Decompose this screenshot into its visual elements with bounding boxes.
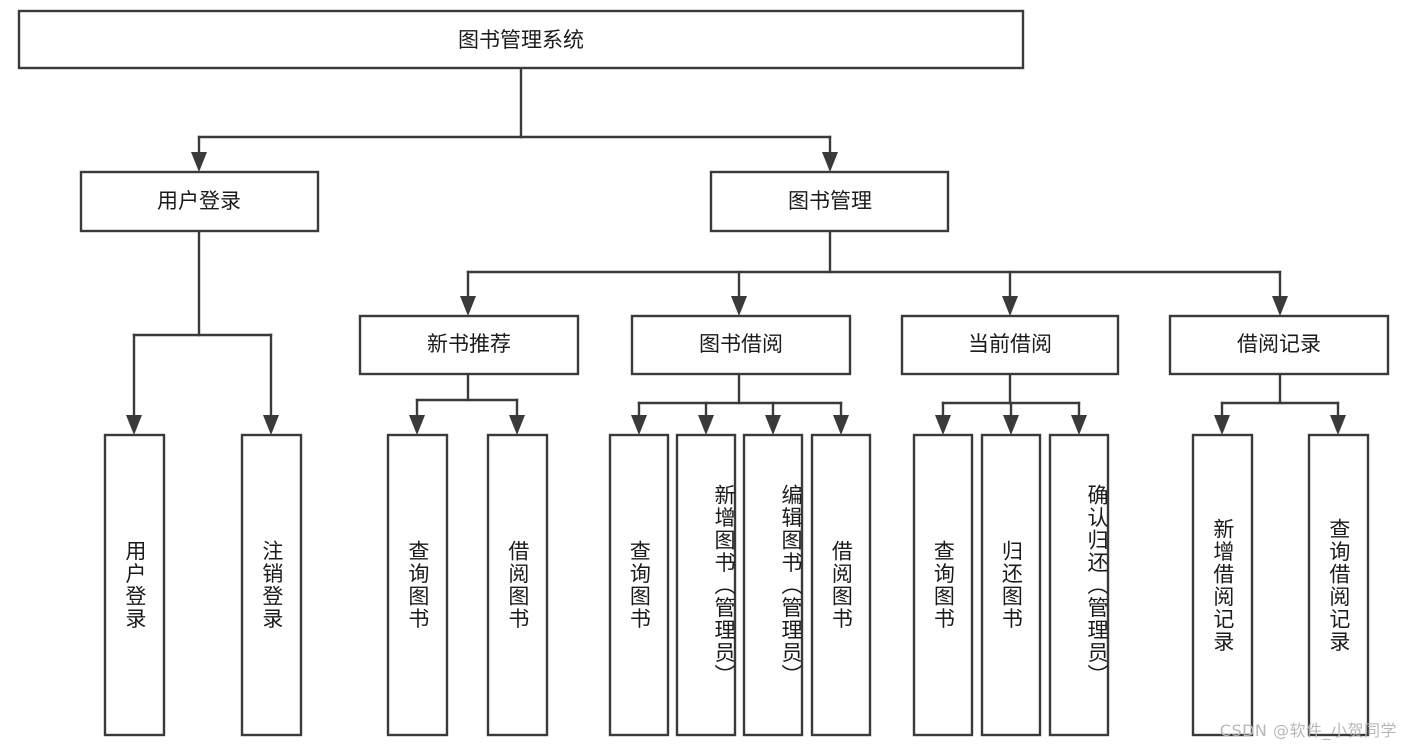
leaf-logout-login-box[interactable] (240, 433, 303, 737)
connectors-borrow-record-subtree (1214, 372, 1346, 435)
leaf-boxes-new-book-recommend (386, 433, 549, 737)
leaf-borrow-book-2-box[interactable] (810, 433, 872, 737)
leaf-user-login-box[interactable] (103, 433, 166, 737)
leaf-boxes-book-borrow (608, 433, 872, 737)
arrowhead-leaf-add-book (698, 415, 714, 435)
node-new-book-recommend-box[interactable] (358, 314, 580, 376)
node-current-borrow[interactable]: 当前借阅 (900, 314, 1120, 376)
node-current-borrow-label: 当前借阅 (968, 332, 1052, 356)
node-book-borrow-label: 图书借阅 (699, 332, 783, 356)
node-new-book-recommend-label: 新书推荐 (427, 332, 511, 356)
node-root-label: 图书管理系统 (458, 28, 584, 52)
leaf-edit-book-box[interactable] (742, 433, 804, 737)
arrowhead-book-management (822, 152, 838, 172)
leaf-query-book-3-box[interactable] (912, 433, 974, 737)
arrowhead-current-borrow (1002, 296, 1018, 316)
node-root-box[interactable] (17, 9, 1025, 70)
csdn-watermark: CSDN @软件_小贺同学 (1219, 721, 1397, 740)
connectors-book-borrow-subtree (631, 372, 849, 435)
arrowhead-leaf-edit-book (765, 415, 781, 435)
leaf-boxes-borrow-record (1191, 433, 1370, 737)
arrowhead-leaf-query-book-3 (935, 415, 951, 435)
connectors-current-borrow-subtree (935, 372, 1087, 435)
node-root[interactable]: 图书管理系统 (17, 9, 1025, 70)
arrowhead-leaf-query-book-2 (631, 415, 647, 435)
leaf-add-book-box[interactable] (675, 433, 737, 737)
node-user-login-box[interactable] (79, 170, 320, 233)
node-book-borrow-box[interactable] (630, 314, 852, 376)
leaf-return-book-box[interactable] (980, 433, 1042, 737)
arrowhead-leaf-confirm-return (1071, 415, 1087, 435)
node-user-login[interactable]: 用户登录 (79, 170, 320, 233)
connectors-new-book-recommend-subtree (409, 372, 525, 435)
arrowhead-user-login (191, 152, 207, 172)
arrowhead-leaf-query-borrow-record (1330, 415, 1346, 435)
connectors-user-login-subtree (126, 229, 279, 435)
arrowhead-new-book-recommend (460, 296, 476, 316)
node-book-management-box[interactable] (709, 170, 950, 233)
node-borrow-record-box[interactable] (1168, 314, 1390, 376)
leaf-confirm-return-box[interactable] (1048, 433, 1110, 737)
node-borrow-record-label: 借阅记录 (1237, 332, 1321, 356)
arrowhead-leaf-add-borrow-record (1214, 415, 1230, 435)
leaf-boxes-user-login (103, 433, 303, 737)
node-new-book-recommend[interactable]: 新书推荐 (358, 314, 580, 376)
node-book-management-label: 图书管理 (788, 189, 872, 213)
node-book-management[interactable]: 图书管理 (709, 170, 950, 233)
leaf-borrow-book-1-box[interactable] (486, 433, 549, 737)
arrowhead-leaf-return-book (1003, 415, 1019, 435)
node-book-borrow[interactable]: 图书借阅 (630, 314, 852, 376)
node-current-borrow-box[interactable] (900, 314, 1120, 376)
leaf-boxes-current-borrow (912, 433, 1110, 737)
leaf-query-borrow-record-box[interactable] (1307, 433, 1370, 737)
leaf-query-book-2-box[interactable] (608, 433, 670, 737)
arrowhead-leaf-borrow-book-2 (833, 415, 849, 435)
arrowhead-borrow-record (1272, 296, 1288, 316)
node-borrow-record[interactable]: 借阅记录 (1168, 314, 1390, 376)
connectors-book-management-subtree (460, 229, 1288, 316)
leaf-query-book-1-box[interactable] (386, 433, 449, 737)
arrowhead-book-borrow (731, 296, 747, 316)
arrowhead-leaf-user-login (126, 415, 142, 435)
arrowhead-leaf-logout-login (263, 415, 279, 435)
node-user-login-label: 用户登录 (157, 189, 241, 213)
arrowhead-leaf-borrow-book-1 (509, 415, 525, 435)
arrowhead-leaf-query-book-1 (409, 415, 425, 435)
connectors-level1 (191, 66, 838, 172)
leaf-add-borrow-record-box[interactable] (1191, 433, 1254, 737)
